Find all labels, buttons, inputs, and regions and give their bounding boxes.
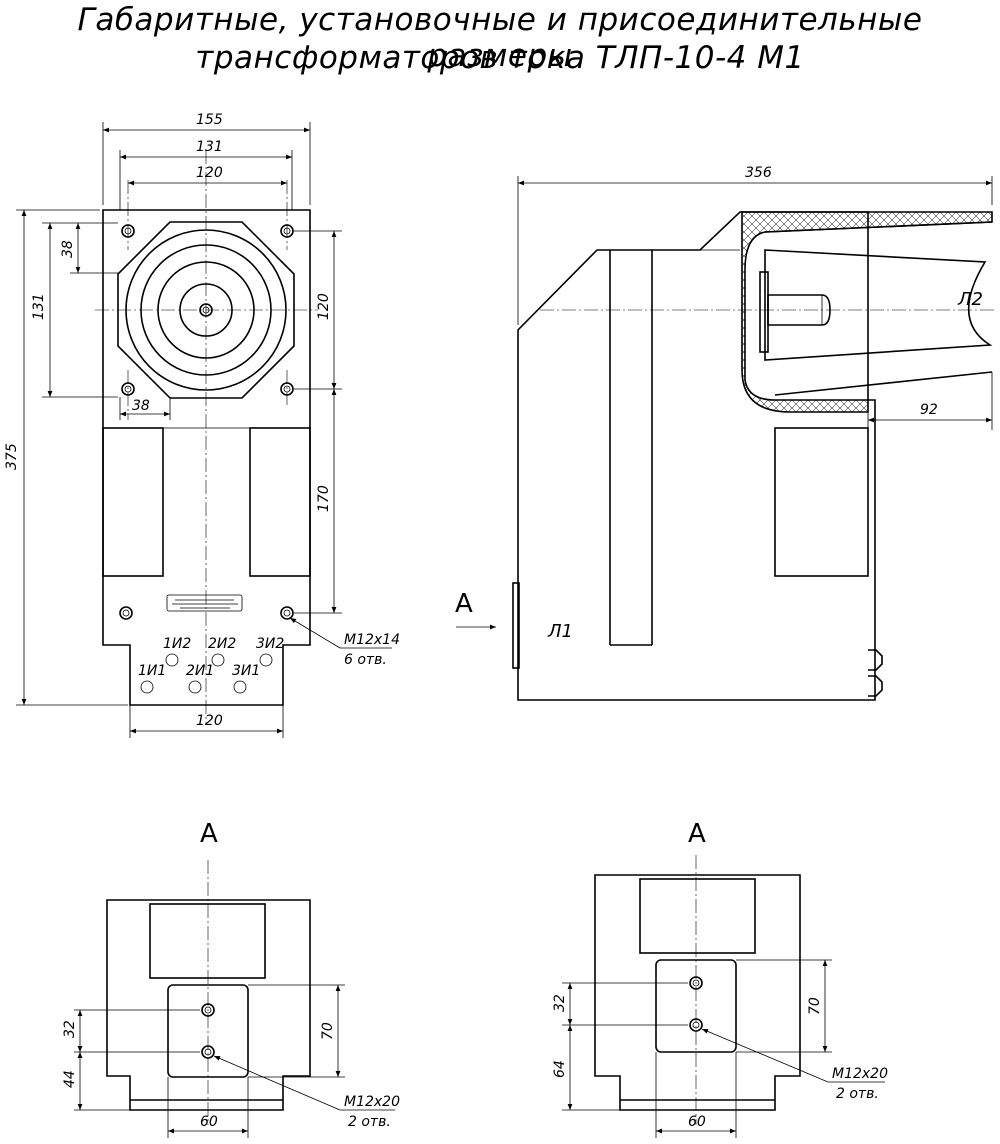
dim-170: 170 [316, 485, 332, 512]
dim-120-bottom: 120 [196, 713, 223, 729]
view-a-left-window [149, 903, 266, 979]
dim-44: 44 [62, 1070, 78, 1088]
dim-60-right: 60 [688, 1114, 706, 1130]
terminal-1i2-label: 1И2 [163, 636, 191, 652]
dim-131-top: 131 [196, 139, 223, 155]
side-view-bolt-flange [759, 271, 769, 353]
drawing-title-line-1: Габаритные, установочные и присоединител… [77, 2, 923, 74]
callout-count-6: 6 отв. [344, 652, 387, 668]
front-window-left [102, 427, 164, 577]
view-a-right: А [594, 819, 801, 1125]
view-a-right-window [639, 878, 756, 954]
view-a-left-callout-thread: M12x20 [344, 1094, 400, 1110]
view-a-right-dimensions: 32 64 70 60 M12x20 2 отв. [552, 959, 888, 1138]
dim-92: 92 [920, 402, 938, 418]
dim-155: 155 [196, 112, 223, 128]
drawing-title-line-2: трансформаторов тока ТЛП-10-4 М1 [195, 40, 805, 76]
view-a-left-heading: А [200, 819, 218, 849]
front-view-dimensions: 155 131 120 375 131 38 38 120 170 [4, 112, 400, 738]
view-a-right-outline [594, 874, 801, 1111]
view-a-right-callout-thread: M12x20 [832, 1066, 888, 1082]
side-view-l1-plate [512, 582, 520, 669]
terminal-3i1-label: 3И1 [232, 663, 260, 679]
view-a-right-callout-count: 2 отв. [836, 1086, 879, 1102]
dim-356: 356 [745, 165, 772, 181]
label-l1: Л1 [547, 621, 573, 642]
view-a-left-outline [106, 899, 311, 1111]
view-a-left-dimensions: 32 44 70 60 M12x20 2 отв. [62, 984, 400, 1138]
dim-38-bottom: 38 [132, 398, 150, 414]
dim-60-left: 60 [200, 1114, 218, 1130]
dim-38-top: 38 [60, 240, 76, 258]
dim-32-left: 32 [62, 1020, 78, 1038]
terminal-2i1-label: 2И1 [186, 663, 214, 679]
front-nameplate [166, 594, 243, 612]
terminal-1i1-label: 1И1 [138, 663, 166, 679]
callout-thread-m12x14: M12x14 [344, 632, 400, 648]
view-a-left: А [106, 819, 311, 1125]
terminal-2i2-label: 2И2 [208, 636, 236, 652]
front-octagon-flange [117, 221, 295, 399]
side-bolt-2 [868, 675, 883, 697]
side-view-dimensions: 356 92 [517, 165, 993, 430]
dim-120-right: 120 [316, 293, 332, 320]
front-window-right [249, 427, 311, 577]
dim-131-left: 131 [31, 293, 47, 320]
dim-70-right: 70 [807, 997, 823, 1015]
side-view-window [774, 427, 869, 577]
dim-64: 64 [552, 1060, 568, 1078]
dim-375: 375 [4, 443, 20, 470]
dim-70-left: 70 [320, 1022, 336, 1040]
dim-32-right: 32 [552, 994, 568, 1012]
side-view-bore [764, 249, 993, 361]
front-view: 1И2 2И2 3И2 1И1 2И1 3И1 [95, 150, 318, 725]
view-a-left-callout-count: 2 отв. [348, 1114, 391, 1130]
front-terminals: 1И2 2И2 3И2 1И1 2И1 3И1 [138, 636, 284, 694]
side-view-insulator-section [741, 211, 993, 413]
terminal-3i2-label: 3И2 [256, 636, 284, 652]
view-arrow-label: А [455, 589, 473, 619]
side-view: Л1 Л2 А [455, 211, 995, 701]
label-l2: Л2 [957, 289, 983, 310]
view-a-right-heading: А [688, 819, 706, 849]
side-bolt-1 [868, 649, 883, 671]
dim-120-top: 120 [196, 165, 223, 181]
